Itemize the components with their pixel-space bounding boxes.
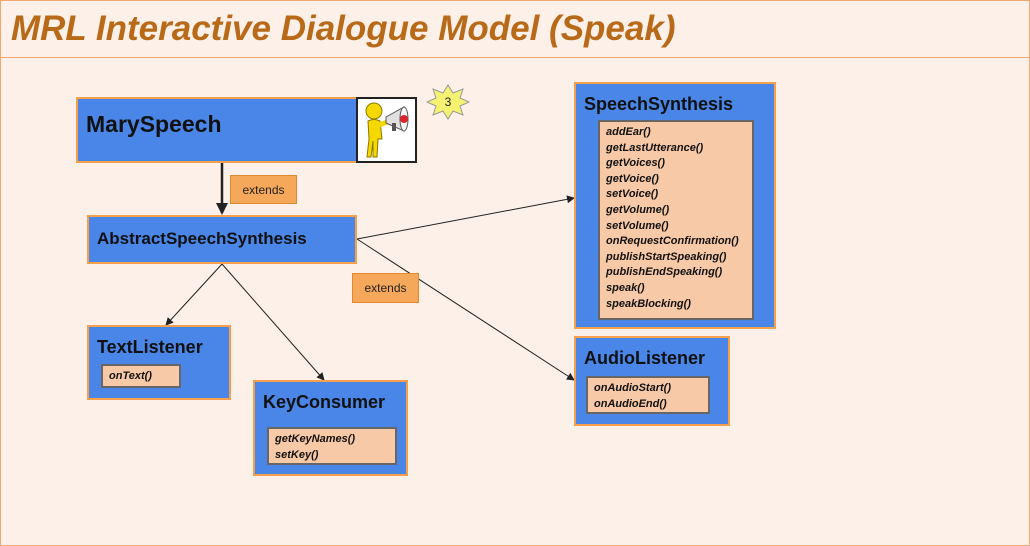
method-get-voices: getVoices(): [606, 157, 665, 170]
class-name: MarySpeech: [86, 111, 222, 137]
class-name: SpeechSynthesis: [584, 94, 734, 114]
extends-label: extends: [364, 281, 407, 295]
method-list: onText(): [101, 364, 181, 388]
method-speak: speak(): [606, 281, 645, 294]
class-name: AudioListener: [584, 348, 706, 368]
class-mary-speech[interactable]: MarySpeech: [76, 97, 358, 163]
edge-abstract-to-keyconsumer: [221, 263, 325, 381]
extends-note-right: extends: [352, 273, 419, 303]
method-publish-start-speaking: publishStartSpeaking(): [606, 250, 727, 263]
method-list: addEar() getLastUtterance() getVoices() …: [598, 120, 754, 320]
method-publish-end-speaking: publishEndSpeaking(): [606, 266, 723, 279]
star-badge-icon: 3: [425, 84, 471, 120]
method-set-volume: setVolume(): [606, 219, 669, 232]
method-on-text: onText(): [109, 370, 152, 382]
method-get-volume: getVolume(): [606, 203, 670, 216]
extends-label: extends: [242, 182, 285, 197]
class-text-listener[interactable]: TextListener onText(): [87, 325, 231, 400]
class-key-consumer[interactable]: KeyConsumer getKeyNames() setKey(): [253, 380, 408, 476]
method-get-last-utterance: getLastUtterance(): [606, 141, 704, 154]
class-name: KeyConsumer: [263, 392, 386, 412]
method-get-voice: getVoice(): [606, 172, 659, 185]
method-speak-blocking: speakBlocking(): [606, 297, 691, 310]
badge-number: 3: [445, 95, 452, 109]
edge-abstract-to-textlistener: [165, 263, 223, 326]
page-title: MRL Interactive Dialogue Model (Speak): [11, 9, 676, 48]
method-set-voice: setVoice(): [606, 188, 659, 201]
method-on-request-confirmation: onRequestConfirmation(): [606, 235, 739, 248]
class-name: AbstractSpeechSynthesis: [97, 229, 307, 248]
class-name: TextListener: [97, 337, 203, 357]
extends-note-top: extends: [230, 175, 297, 204]
class-speech-synthesis[interactable]: SpeechSynthesis addEar() getLastUtteranc…: [574, 82, 776, 329]
method-list: getKeyNames() setKey(): [267, 427, 397, 465]
method-on-audio-start: onAudioStart(): [594, 382, 671, 394]
class-audio-listener[interactable]: AudioListener onAudioStart() onAudioEnd(…: [574, 336, 730, 426]
method-set-key: setKey(): [275, 448, 319, 461]
edge-abstract-to-audiolistener: [356, 238, 575, 381]
method-get-key-names: getKeyNames(): [275, 433, 356, 445]
person-megaphone-icon: [356, 97, 417, 163]
class-abstract-speech-synthesis[interactable]: AbstractSpeechSynthesis: [87, 215, 357, 264]
title-bar: MRL Interactive Dialogue Model (Speak): [1, 1, 1029, 58]
method-add-ear: addEar(): [606, 126, 651, 138]
edge-abstract-to-speechsynthesis: [356, 195, 575, 240]
method-on-audio-end: onAudioEnd(): [594, 397, 667, 410]
method-list: onAudioStart() onAudioEnd(): [586, 376, 710, 414]
